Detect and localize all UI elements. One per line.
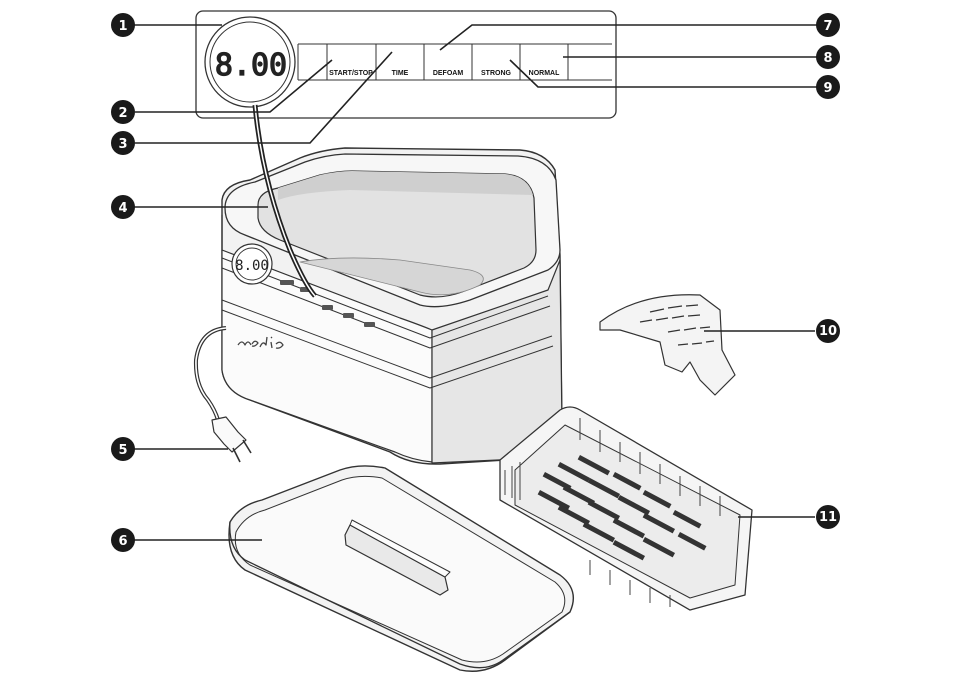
panel-display: 8.00 <box>204 16 296 108</box>
callout-3: 3 <box>111 131 135 155</box>
panel-display-value: 8.00 <box>215 48 287 83</box>
svg-text:6: 6 <box>118 534 127 549</box>
svg-text:10: 10 <box>819 324 837 339</box>
svg-text:8: 8 <box>823 51 832 66</box>
callout-11: 11 <box>816 505 840 529</box>
callout-badges: 1 2 3 4 5 6 7 8 9 10 11 <box>111 13 840 552</box>
basket-clip <box>599 294 736 396</box>
panel-button-labels: START/STOP TIME DEFOAM STRONG NORMAL <box>329 70 560 77</box>
control-panel-detail: START/STOP TIME DEFOAM STRONG NORMAL 8.0… <box>195 10 617 119</box>
panel-label-defoam: DEFOAM <box>433 70 464 77</box>
panel-button-dividers <box>326 44 569 80</box>
lid-handle <box>344 519 451 596</box>
callout-1: 1 <box>111 13 135 37</box>
ultrasonic-cleaner-device: 8.00 <box>193 147 563 465</box>
callout-6: 6 <box>111 528 135 552</box>
callout-5: 5 <box>111 437 135 461</box>
device-display-value: 8.00 <box>235 258 269 274</box>
callout-4: 4 <box>111 195 135 219</box>
basket-side-slots <box>504 418 721 607</box>
leader-panel-to-device-inner <box>254 104 316 297</box>
callout-leaders <box>133 24 817 541</box>
svg-text:3: 3 <box>118 137 127 152</box>
panel-label-strong: STRONG <box>481 70 512 77</box>
panel-label-start-stop: START/STOP <box>329 70 373 77</box>
svg-text:7: 7 <box>823 19 832 34</box>
power-plug <box>211 416 252 463</box>
svg-text:1: 1 <box>118 19 127 34</box>
lid <box>228 465 574 672</box>
panel-label-time: TIME <box>392 70 409 77</box>
basket-slots <box>537 455 707 561</box>
clip-markings <box>639 304 715 346</box>
svg-text:2: 2 <box>118 106 127 121</box>
basket <box>499 406 753 611</box>
callout-2: 2 <box>111 100 135 124</box>
callout-10: 10 <box>816 319 840 343</box>
callout-9: 9 <box>816 75 840 99</box>
svg-text:5: 5 <box>118 443 127 458</box>
nedis-logo <box>237 336 284 349</box>
svg-text:11: 11 <box>819 510 837 525</box>
callout-7: 7 <box>816 13 840 37</box>
callout-8: 8 <box>816 45 840 69</box>
panel-label-normal: NORMAL <box>529 70 560 77</box>
svg-text:9: 9 <box>823 81 832 96</box>
device-display: 8.00 <box>231 243 273 285</box>
svg-text:4: 4 <box>118 201 127 216</box>
body-grooves <box>221 257 554 389</box>
